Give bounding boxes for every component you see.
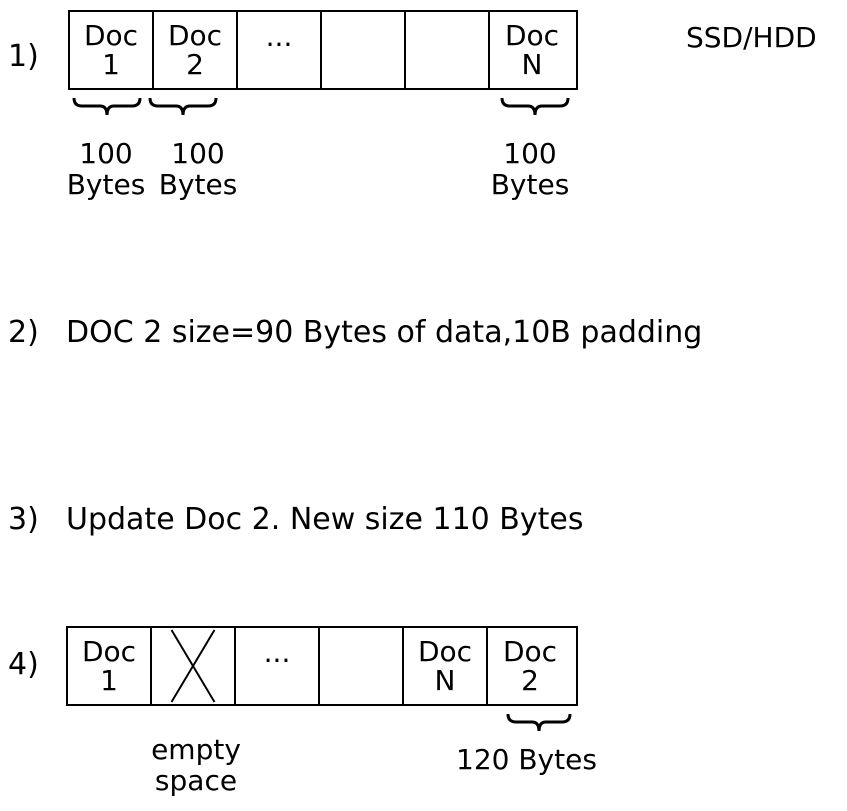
deleted-cross-icon [170,629,216,703]
cell-line-1: Doc [417,634,473,668]
size-label-doc-1: 100 Bytes [60,138,152,201]
size-unit: Bytes [158,168,238,202]
step-4-cell-doc-2: Doc 2 [488,628,572,704]
step-1-cell-empty [322,12,406,88]
cell-line-2: 1 [102,48,120,81]
cell-line-1: Doc [502,634,558,668]
step-3-description: Update Doc 2. New size 110 Bytes [66,502,584,537]
step-4-cell-doc-1: Doc 1 [68,628,152,704]
step-1-cell-ellipsis: ... [238,12,322,88]
size-unit: Bytes [66,168,146,202]
cell-line-1: Doc [81,634,137,668]
size-value: 100 [503,137,557,170]
cell-line-2: N [521,48,543,81]
step-2-label: 2) [8,315,39,350]
step-3-label: 3) [8,502,39,537]
cell-line-1: Doc [83,18,139,52]
cell-line-1: Doc [167,18,223,52]
empty-space-line-2: space [154,764,238,798]
step-1-cell-doc-1: Doc 1 [70,12,154,88]
cell-line-2: 2 [521,664,539,697]
step-1-cell-doc-2: Doc 2 [154,12,238,88]
size-label-doc-2: 100 Bytes [152,138,244,201]
size-value: 100 [171,137,225,170]
step-4-cell-ellipsis: ... [236,628,320,704]
storage-type-label: SSD/HDD [686,21,817,54]
step-1-cell-doc-n: Doc N [490,12,574,88]
cell-line-1: ... [265,20,293,53]
step-4-label: 4) [8,647,39,682]
size-unit: Bytes [490,168,570,202]
brace-doc-2 [148,97,218,116]
brace-doc-n [500,97,570,116]
empty-space-label: empty space [136,734,256,797]
cell-line-1: ... [263,636,291,669]
size-value: 100 [79,137,133,170]
step-4-storage-strip: Doc 1 ... Doc N Doc 2 [66,626,578,706]
step-4-cell-deleted [152,628,236,704]
brace-doc-1 [72,97,142,116]
step-4-cell-doc-n: Doc N [404,628,488,704]
size-label-doc-n: 100 Bytes [484,138,576,201]
step-4-cell-empty [320,628,404,704]
cell-line-2: N [434,664,456,697]
step-1-storage-strip: Doc 1 Doc 2 ... Doc N [68,10,578,90]
brace-doc-2-new [506,713,572,732]
step-1-label: 1) [8,39,39,74]
cell-line-1: Doc [504,18,560,52]
empty-space-line-1: empty [151,733,241,766]
cell-line-2: 2 [186,48,204,81]
cell-line-2: 1 [100,664,118,697]
step-2-description: DOC 2 size=90 Bytes of data,10B padding [66,315,703,350]
step-1-cell-empty [406,12,490,88]
new-size-label: 120 Bytes [456,743,597,776]
